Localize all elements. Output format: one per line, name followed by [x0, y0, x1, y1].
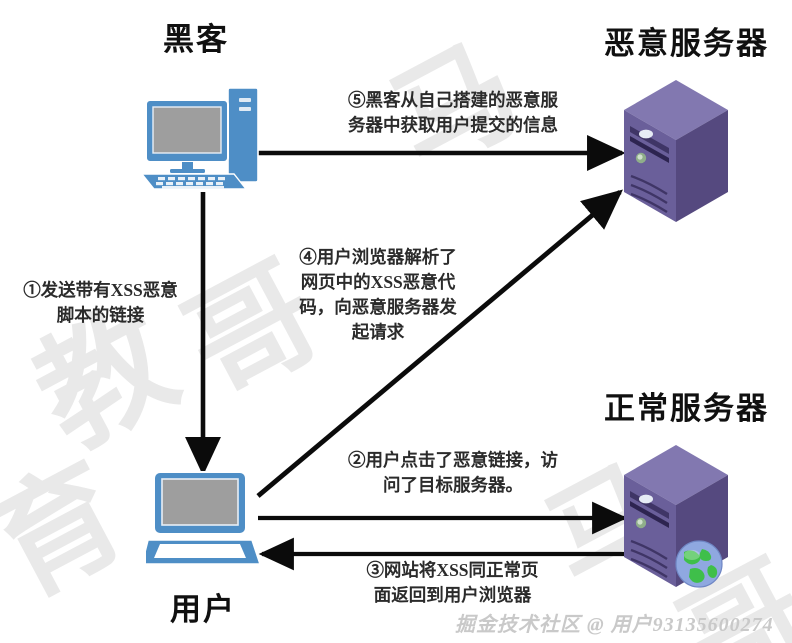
- malicious-server-label: 恶意服务器: [604, 26, 769, 61]
- malicious-server: [614, 70, 734, 230]
- globe-icon: [675, 540, 723, 588]
- caption-step-5: ⑤黑客从自己搭建的恶意服 务器中获取用户提交的信息: [348, 90, 558, 135]
- user-laptop: [140, 470, 262, 570]
- normal-server-label: 正常服务器: [604, 391, 769, 426]
- caption-step-4: ④用户浏览器解析了 网页中的XSS恶意代 码，向恶意服务器发 起请求: [299, 247, 457, 342]
- laptop-screen: [161, 478, 239, 526]
- monitor-screen: [152, 106, 222, 154]
- server-right-face: [676, 110, 728, 222]
- server-front-face: [624, 475, 676, 587]
- user-label: 用户: [170, 592, 236, 627]
- watermark-char: 育: [0, 442, 147, 623]
- caption-step-3: ③网站将XSS同正常页 面返回到用户浏览器: [366, 560, 539, 605]
- hacker-computer: [136, 86, 262, 192]
- caption-step-1: ①发送带有XSS恶意 脚本的链接: [23, 280, 178, 325]
- computer-tower-icon: [228, 88, 258, 182]
- normal-server: [614, 435, 734, 595]
- caption-step-2: ②用户点击了恶意链接，访 问了目标服务器。: [348, 450, 558, 495]
- server-front-face: [624, 110, 676, 222]
- credit-watermark: 掘金技术社区 @ 用户93135600274: [455, 614, 774, 636]
- hacker-label: 黑客: [163, 22, 229, 57]
